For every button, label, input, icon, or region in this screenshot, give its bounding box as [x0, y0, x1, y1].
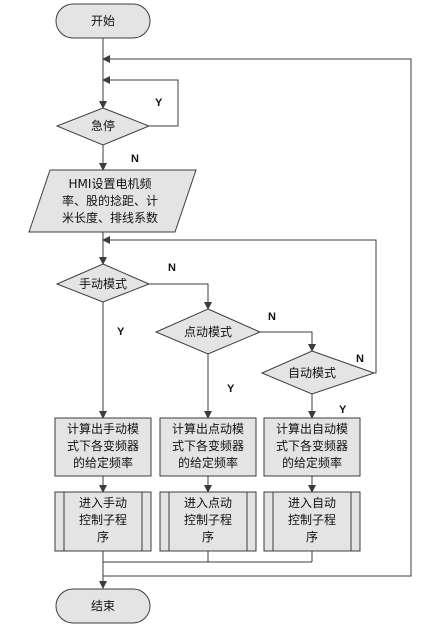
hmi-input-parallelogram: [28, 169, 197, 233]
end-node: 结束: [55, 588, 151, 624]
hmi-node: HMI设置电机频 率、股的捻距、计 米长度、排线系数: [28, 169, 197, 233]
calc-jog-box: [159, 417, 257, 477]
sub-manual-node: 进入手动 控制子程 序: [54, 491, 152, 552]
calc-jog-line-1: 计算出点动模: [172, 421, 244, 436]
estop-decision: [55, 107, 151, 146]
jog-mode-node: 点动模式: [154, 308, 262, 355]
sub-manual-box: [54, 491, 152, 552]
sub-jog-line-1: 进入点动: [184, 496, 232, 510]
sub-auto-node: 进入自动 控制子程 序: [263, 491, 361, 552]
sub-jog-box: [159, 491, 257, 552]
hmi-line-3: 米长度、排线系数: [62, 210, 158, 225]
arrow-outer-return-loop: [102, 55, 412, 577]
calc-auto-box: [263, 417, 361, 477]
auto-no-label: N: [356, 353, 364, 365]
arrow-auto-no-loop: [102, 236, 377, 374]
calc-manual-line-1: 计算出手动模: [67, 421, 139, 436]
sub-jog-line-2: 控制子程: [184, 512, 232, 527]
end-terminal: [55, 588, 151, 624]
manual-mode-node: 手动模式: [55, 263, 151, 303]
auto-mode-decision: [260, 350, 376, 395]
calc-auto-line-2: 式下各变频器: [276, 438, 348, 453]
calc-jog-node: 计算出点动模 式下各变频器 的给定频率: [159, 417, 257, 477]
calc-auto-line-3: 的给定频率: [282, 455, 342, 470]
auto-yes-label: Y: [339, 404, 347, 416]
sub-jog-node: 进入点动 控制子程 序: [159, 491, 257, 552]
start-terminal: [55, 3, 151, 39]
hmi-line-2: 率、股的捻距、计: [62, 193, 158, 208]
auto-mode-node: 自动模式: [260, 350, 376, 395]
sub-jog-line-3: 序: [202, 529, 214, 544]
end-label: 结束: [91, 599, 115, 613]
sub-auto-line-2: 控制子程: [288, 512, 336, 527]
sub-manual-line-2: 控制子程: [79, 512, 127, 527]
arrow-manual-to-jog: [149, 283, 212, 310]
sub-auto-box: [263, 491, 361, 552]
edge-labels: Y N N Y N Y N Y: [117, 97, 364, 416]
calc-auto-node: 计算出自动模 式下各变频器 的给定频率: [263, 417, 361, 477]
start-label: 开始: [91, 14, 115, 28]
calc-jog-line-3: 的给定频率: [178, 455, 238, 470]
manual-mode-label: 手动模式: [79, 277, 127, 291]
estop-yes-label: Y: [155, 97, 163, 109]
estop-node: 急停: [55, 107, 151, 146]
sub-manual-line-1: 进入手动: [79, 496, 127, 510]
calc-manual-node: 计算出手动模 式下各变频器 的给定频率: [54, 417, 152, 477]
auto-mode-label: 自动模式: [288, 366, 336, 380]
arrow-jog-to-auto: [260, 331, 316, 352]
jog-no-label: N: [268, 311, 276, 323]
calc-manual-box: [54, 417, 152, 477]
jog-yes-label: Y: [227, 383, 235, 395]
estop-no-label: N: [131, 153, 139, 165]
jog-mode-label: 点动模式: [184, 325, 232, 339]
start-node: 开始: [55, 3, 151, 39]
calc-manual-line-2: 式下各变频器: [67, 438, 139, 453]
calc-manual-line-3: 的给定频率: [73, 455, 133, 470]
arrow-estop-yes-loop: [102, 76, 179, 127]
sub-auto-line-3: 序: [306, 529, 318, 544]
jog-mode-decision: [154, 308, 262, 355]
sub-auto-line-1: 进入自动: [288, 496, 336, 510]
manual-mode-decision: [55, 263, 151, 303]
calc-auto-line-1: 计算出自动模: [276, 421, 348, 436]
manual-no-label: N: [168, 262, 176, 274]
estop-label: 急停: [91, 118, 115, 133]
sub-manual-line-3: 序: [97, 529, 109, 544]
calc-jog-line-2: 式下各变频器: [172, 438, 244, 453]
hmi-line-1: HMI设置电机频: [69, 177, 152, 191]
manual-yes-label: Y: [117, 326, 125, 338]
